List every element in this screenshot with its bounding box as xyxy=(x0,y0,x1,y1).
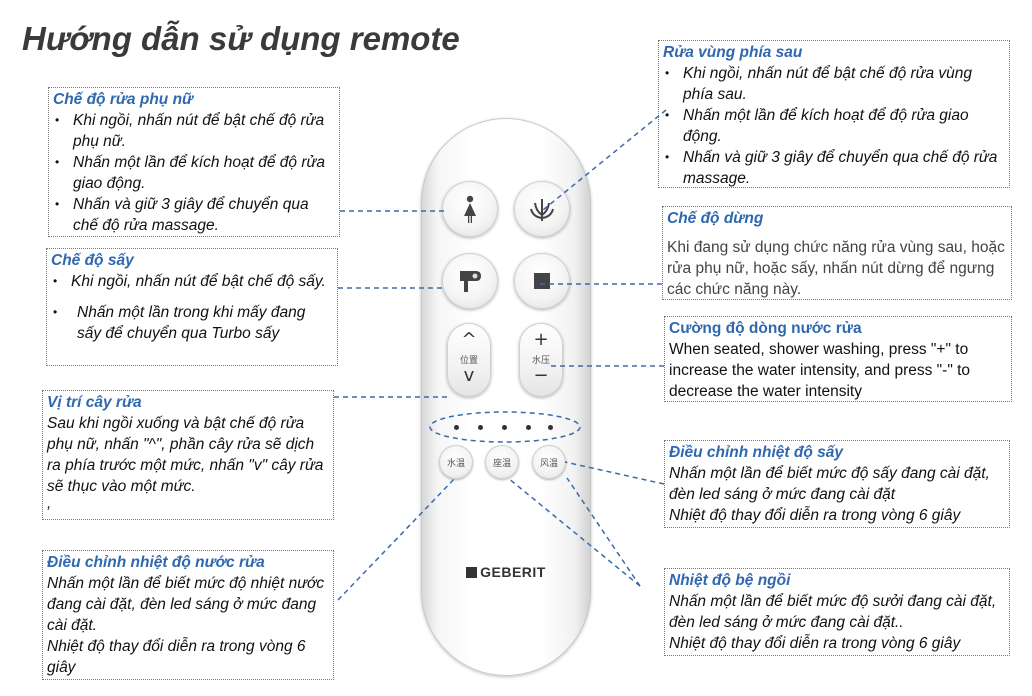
water-pressure-text: When seated, shower washing, press "+" t… xyxy=(669,341,971,400)
female-person-icon xyxy=(464,195,476,223)
seat-temp-header: Nhiệt độ bệ ngồi xyxy=(669,572,791,589)
level-led xyxy=(526,425,531,430)
up-arrow-icon[interactable]: ^ xyxy=(461,329,477,350)
water-temp-button[interactable]: 水温 xyxy=(439,445,473,479)
pressure-label: 水压 xyxy=(531,356,550,366)
page-title: Hướng dẫn sử dụng remote xyxy=(22,20,460,57)
nozzle-position-header: Vị trí cây rửa xyxy=(47,394,142,411)
seat-temp-line: Nhiệt độ thay đổi diễn ra trong vòng 6 g… xyxy=(669,635,961,652)
female-wash-button[interactable] xyxy=(442,181,498,237)
rear-wash-item: Nhấn và giữ 3 giây để chuyển qua chế độ … xyxy=(663,147,1005,187)
nozzle-position-trailing: , xyxy=(47,495,52,512)
female-wash-header: Chế độ rửa phụ nữ xyxy=(53,91,194,108)
water-pressure-header: Cường độ dòng nước rửa xyxy=(669,320,862,337)
stop-mode-header: Chế độ dừng xyxy=(667,210,764,227)
level-led xyxy=(454,425,459,430)
rear-wash-item: Khi ngồi, nhấn nút để bật chế độ rửa vùn… xyxy=(663,63,1005,105)
water-temp-box: Điều chỉnh nhiệt độ nước rửa Nhấn một lầ… xyxy=(42,550,334,680)
female-wash-item: Nhấn và giữ 3 giây để chuyển qua chế độ … xyxy=(53,194,335,236)
rear-wash-box: Rửa vùng phía sau Khi ngồi, nhấn nút để … xyxy=(658,40,1010,188)
female-wash-item: Nhấn một lần để kích hoạt để độ rửa giao… xyxy=(53,152,335,194)
brand-name: GEBERIT xyxy=(480,564,546,580)
plus-icon[interactable]: + xyxy=(533,329,549,350)
female-wash-box: Chế độ rửa phụ nữ Khi ngồi, nhấn nút để … xyxy=(48,87,340,237)
dryer-temp-line: Nhiệt độ thay đổi diễn ra trong vòng 6 g… xyxy=(669,507,961,524)
minus-icon[interactable]: − xyxy=(533,365,549,386)
female-wash-item: Khi ngồi, nhấn nút để bật chế độ rửa phụ… xyxy=(53,110,335,152)
stop-mode-text: Khi đang sử dụng chức năng rửa vùng sau,… xyxy=(667,239,1005,298)
dry-mode-item: Khi ngồi, nhấn nút để bật chế độ sấy. xyxy=(51,271,333,292)
dryer-temp-header: Điều chỉnh nhiệt độ sấy xyxy=(669,444,843,461)
remote-control: ^ 位置 v + 水压 − 水温 座温 风温 GEBERIT xyxy=(421,118,591,676)
water-spray-icon xyxy=(530,199,554,221)
seat-temp-box: Nhiệt độ bệ ngồi Nhấn một lần để biết mứ… xyxy=(664,568,1010,656)
level-led xyxy=(478,425,483,430)
nozzle-position-box: Vị trí cây rửa Sau khi ngồi xuống và bật… xyxy=(42,390,334,520)
seat-temp-button[interactable]: 座温 xyxy=(485,445,519,479)
rear-wash-header: Rửa vùng phía sau xyxy=(663,44,803,61)
rear-wash-item: Nhấn một lần để kích hoạt để độ rửa giao… xyxy=(663,105,1005,147)
dryer-temp-button[interactable]: 风温 xyxy=(532,445,566,479)
water-temp-header: Điều chỉnh nhiệt độ nước rửa xyxy=(47,554,265,571)
rear-wash-button[interactable] xyxy=(514,181,570,237)
dry-mode-header: Chế độ sấy xyxy=(51,252,134,269)
dryer-temp-line: Nhấn một lần để biết mức độ sấy đang cài… xyxy=(669,465,990,503)
stop-mode-box: Chế độ dừng Khi đang sử dụng chức năng r… xyxy=(662,206,1012,300)
hair-dryer-icon xyxy=(460,271,481,292)
dryer-button[interactable] xyxy=(442,253,498,309)
water-temp-line: Nhiệt độ thay đổi diễn ra trong vòng 6 g… xyxy=(47,638,306,676)
level-led xyxy=(548,425,553,430)
down-arrow-icon[interactable]: v xyxy=(463,365,475,386)
water-temp-line: Nhấn một lần để biết mức độ nhiệt nước đ… xyxy=(47,575,325,634)
water-pressure-box: Cường độ dòng nước rửa When seated, show… xyxy=(664,316,1012,402)
brand-logo: GEBERIT xyxy=(421,564,591,580)
dryer-temp-box: Điều chỉnh nhiệt độ sấy Nhấn một lần để … xyxy=(664,440,1010,528)
dry-mode-item: Nhấn một lần trong khi mấy đang sấy để c… xyxy=(51,302,333,344)
nozzle-position-rocker[interactable]: ^ 位置 v xyxy=(447,323,491,397)
seat-temp-line: Nhấn một lần để biết mức độ sưởi đang cà… xyxy=(669,593,997,631)
stop-button[interactable] xyxy=(514,253,570,309)
water-pressure-rocker[interactable]: + 水压 − xyxy=(519,323,563,397)
nozzle-position-text: Sau khi ngồi xuống và bật chế độ rửa phụ… xyxy=(47,415,324,495)
stop-square-icon xyxy=(534,273,550,289)
level-led xyxy=(502,425,507,430)
dry-mode-box: Chế độ sấy Khi ngồi, nhấn nút để bật chế… xyxy=(46,248,338,366)
brand-mark-icon xyxy=(466,567,478,578)
position-label: 位置 xyxy=(459,356,478,366)
